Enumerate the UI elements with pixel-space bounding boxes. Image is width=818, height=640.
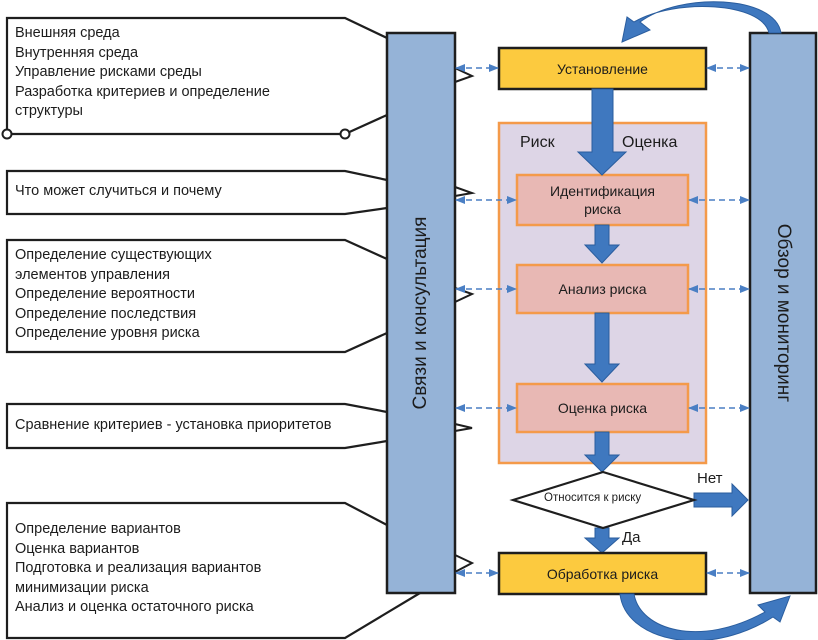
callout-identification (5, 169, 388, 216)
assessment-right-label: Оценка (622, 134, 678, 151)
callout-treatment-text: Определение вариантов Оценка вариантов П… (15, 520, 261, 618)
pointer-notches (454, 67, 476, 573)
feedback-arrow-bottom (619, 593, 791, 640)
flow-arrow-right-no (693, 482, 749, 518)
callout-line: Внешняя среда (15, 25, 120, 41)
callout-evaluation-text: Сравнение критериев - установка приорите… (15, 416, 331, 436)
callout-analysis-text: Определение существующих элементов управ… (15, 246, 212, 344)
callout-line: Что может случиться и почему (15, 183, 222, 199)
flow-arrow-down-1 (576, 88, 628, 176)
decision-label: Относится к риску (544, 492, 642, 504)
decision-yes-label: Да (622, 529, 641, 546)
step-analysis-label: Анализ риска (558, 281, 647, 297)
right-column-label: Обзор и мониторинг (773, 223, 794, 403)
callout-line: Анализ и оценка остаточного риска (15, 599, 254, 616)
callout-analysis (5, 238, 388, 354)
callout-line: элементов управления (15, 266, 171, 283)
callout-line: Определение существующих (15, 247, 212, 263)
callout-line: Оценка вариантов (15, 540, 140, 557)
left-column-label: Связи и консультация (410, 216, 431, 410)
callout-line: минимизации риска (15, 579, 149, 596)
flow-arrow-down-yes (583, 527, 621, 554)
right-column-monitoring (748, 31, 818, 595)
callout-line: Сравнение критериев - установка приорите… (15, 417, 332, 433)
callout-line: Управление рисками среды (15, 64, 202, 81)
feedback-arrow-top (621, 1, 782, 43)
callout-line: Разработка критериев и определение (15, 83, 270, 100)
callout-anchor-circle (1, 128, 13, 140)
callout-line: Определение последствия (15, 305, 197, 322)
callout-line: Определение вероятности (15, 286, 195, 303)
callout-line: Подготовка и реализация вариантов (15, 560, 262, 577)
establishment-label: Установление (557, 60, 648, 77)
step-evaluation-label: Оценка риска (557, 400, 648, 416)
decision-diamond[interactable] (509, 470, 698, 530)
callout-line: Определение вариантов (15, 521, 181, 537)
callout-treatment (5, 501, 421, 640)
step-analysis-box[interactable] (515, 263, 690, 315)
assessment-left-label: Риск (520, 134, 555, 151)
step-identification-label: Идентификация риска (550, 183, 655, 217)
flow-arrow-down-3 (583, 312, 621, 383)
flow-arrow-down-2 (583, 224, 621, 264)
callout-context-text: Внешняя среда Внутренняя среда Управлени… (15, 24, 270, 122)
callout-context (1, 16, 388, 140)
decision-no-label: Нет (697, 470, 723, 487)
callout-line: структуры (15, 103, 83, 120)
callout-line: Внутренняя среда (15, 44, 139, 61)
left-column-communication (385, 31, 457, 595)
callout-evaluation (5, 402, 388, 450)
treatment-label: Обработка риска (546, 565, 659, 582)
flow-arrow-down-4 (583, 431, 621, 473)
callout-identification-text: Что может случиться и почему (15, 182, 222, 202)
callout-line: Определение уровня риска (15, 325, 200, 342)
callout-anchor-circle (339, 128, 351, 140)
